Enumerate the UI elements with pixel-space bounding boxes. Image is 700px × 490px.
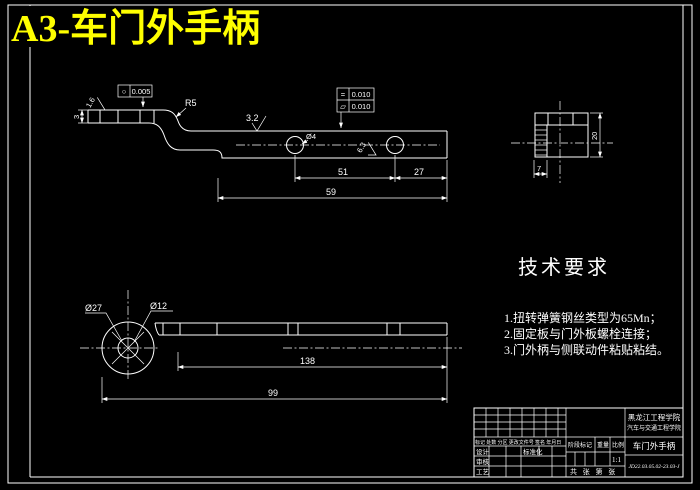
drawing-number: JD22.03.05.02-23.03-J [628, 464, 680, 470]
banner-backdrop [9, 6, 391, 47]
dim-99-value: 99 [268, 388, 278, 398]
tolerance-frame-1: ○ 0.005 [117, 84, 153, 108]
roughness-3-2: 3.2 [246, 113, 267, 132]
scale-value: 1:1 [612, 456, 621, 464]
dia-12-value: Ø12 [150, 301, 167, 311]
roughness-check-icon [96, 97, 106, 111]
scale-label: 比例 [612, 441, 624, 449]
dia-12-callout: Ø12 [133, 301, 173, 343]
tolerance-2b-value: 0.010 [352, 102, 371, 111]
dim-27-value: 27 [414, 167, 424, 177]
roughness-1-6-value: 1.6 [84, 96, 97, 110]
design-label: 设计 [476, 447, 490, 456]
top-view: ○ 0.005 1.6 3 R5 3.2 [72, 84, 448, 202]
stage-label: 阶段标记 [568, 441, 592, 449]
roughness-check-icon [367, 142, 377, 156]
tolerance-2a-symbol: = [341, 90, 346, 99]
hole-left [286, 136, 304, 154]
tolerance-1-value: 0.005 [132, 87, 151, 96]
title-block-outline [473, 407, 684, 478]
tech-req-title: 技术要求 [518, 256, 610, 279]
front-view: Ø27 Ø12 138 99 [80, 290, 462, 403]
weight-label: 重量 [597, 441, 609, 449]
check-label: 审核 [476, 457, 490, 466]
sheet-border [7, 4, 693, 484]
roughness-6-3-value: 6.3 [355, 141, 368, 155]
dim-51-value: 51 [338, 167, 348, 177]
drawing-title-banner: A3-车门外手柄 [9, 6, 391, 50]
top-view-upper-edge [88, 109, 447, 132]
side-view: 20 7 [511, 101, 613, 183]
radius-value: R5 [185, 98, 197, 108]
dim-138-value: 138 [300, 356, 315, 366]
outer-border [7, 4, 693, 484]
dim-thickness: 3 [72, 109, 88, 124]
top-view-lower-edge [88, 122, 447, 159]
ring-inner-circle [117, 337, 139, 359]
page-title: A3-车门外手柄 [11, 8, 260, 50]
tech-req-item-1: 1.扭转弹簧钢丝类型为65Mn； [504, 310, 662, 325]
dim-7-value: 7 [537, 164, 541, 173]
hole-right [386, 136, 404, 154]
tolerance-2b-symbol: ⏥ [340, 102, 347, 111]
ring-diagonal [111, 331, 145, 365]
radius-callout: R5 [175, 98, 197, 118]
hole-dia-leader [301, 139, 309, 145]
dim-51: 51 [294, 155, 396, 182]
radius-leader [175, 107, 187, 118]
sheet-count: 共 张 第 张 [570, 467, 617, 476]
dim-thickness-value: 3 [72, 115, 81, 119]
dim-20: 20 [590, 112, 603, 158]
roughness-check-icon [251, 115, 267, 132]
arm-left-cap [154, 322, 160, 336]
title-block: 标记 处数 分区 更改文件号 签名 年月日 设计 标准化 审核 工艺 阶段标记 … [473, 407, 684, 478]
dim-7: 7 [533, 160, 548, 178]
dim-99: 99 [101, 377, 448, 403]
school-line2: 汽车与交通工程学院 [627, 424, 681, 432]
dim-138: 138 [177, 337, 448, 403]
part-name: 车门外手柄 [633, 441, 676, 451]
ring-outer-circle [101, 321, 155, 375]
dia-27-leader [85, 312, 123, 342]
dim-59: 59 [217, 178, 448, 202]
standard-label: 标准化 [523, 447, 543, 456]
dia-27-callout: Ø27 [85, 303, 123, 342]
dim-59-value: 59 [326, 187, 336, 197]
tech-req-item-3: 3.门外柄与侧联动件粘贴粘结。 [504, 342, 669, 357]
dia-12-leader [133, 310, 173, 343]
rev-header: 标记 处数 分区 更改文件号 签名 年月日 [475, 439, 561, 446]
tolerance-1-symbol: ○ [122, 87, 127, 96]
dim-27: 27 [394, 160, 448, 202]
hole-dia-callout: Ø4 [301, 132, 316, 145]
school-line1: 黑龙江工程学院 [628, 412, 681, 422]
roughness-3-2-value: 3.2 [246, 113, 259, 123]
roughness-6-3: 6.3 [355, 141, 377, 156]
dim-20-value: 20 [590, 132, 599, 140]
tolerance-frame-2: = 0.010 ⏥ 0.010 [336, 87, 375, 129]
tech-requirements: 技术要求 1.扭转弹簧钢丝类型为65Mn； 2.固定板与门外板螺栓连接； 3.门… [504, 256, 669, 357]
hole-dia-value: Ø4 [306, 132, 316, 141]
process-label: 工艺 [476, 468, 490, 476]
tolerance-frame-1-box [117, 84, 153, 98]
dia-27-value: Ø27 [85, 303, 102, 313]
tech-req-item-2: 2.固定板与门外板螺栓连接； [504, 326, 657, 341]
tolerance-2a-value: 0.010 [352, 90, 371, 99]
